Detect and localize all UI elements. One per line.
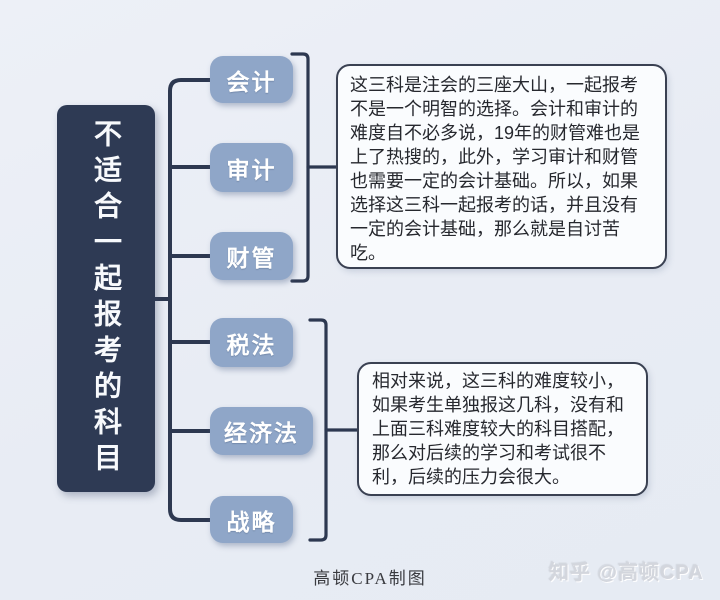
subject-label: 战略 (226, 508, 277, 535)
note-hard-subjects: 这三科是注会的三座大山，一起报考 不是一个明智的选择。会计和审计的 难度自不必多… (336, 64, 667, 269)
bracket-easy-group (308, 318, 360, 542)
main-topic-node: 不适合一起报考的科目 (57, 105, 155, 492)
subject-node-strategy: 战略 (210, 496, 293, 543)
subject-label: 会计 (226, 68, 277, 95)
note-easy-subjects: 相对来说，这三科的难度较小， 如果考生单独报这几科，没有和 上面三科难度较大的科… (357, 362, 648, 496)
subject-node-tax-law: 税法 (210, 318, 293, 367)
zhihu-watermark: 知乎 @高顿CPA (549, 562, 704, 584)
subject-label: 审计 (226, 156, 277, 183)
subject-node-financial-management: 财管 (210, 232, 293, 280)
subject-node-auditing: 审计 (210, 143, 293, 192)
subject-node-economic-law: 经济法 (210, 407, 313, 455)
credit-text: 高顿CPA制图 (313, 569, 427, 588)
tree-branches (153, 78, 212, 522)
main-topic-label: 不适合一起报考的科目 (91, 118, 122, 479)
subject-node-accounting: 会计 (210, 56, 293, 103)
bracket-hard-group (290, 52, 339, 283)
subject-label: 税法 (226, 331, 277, 358)
subject-label: 经济法 (224, 420, 299, 446)
subject-label: 财管 (226, 245, 277, 271)
